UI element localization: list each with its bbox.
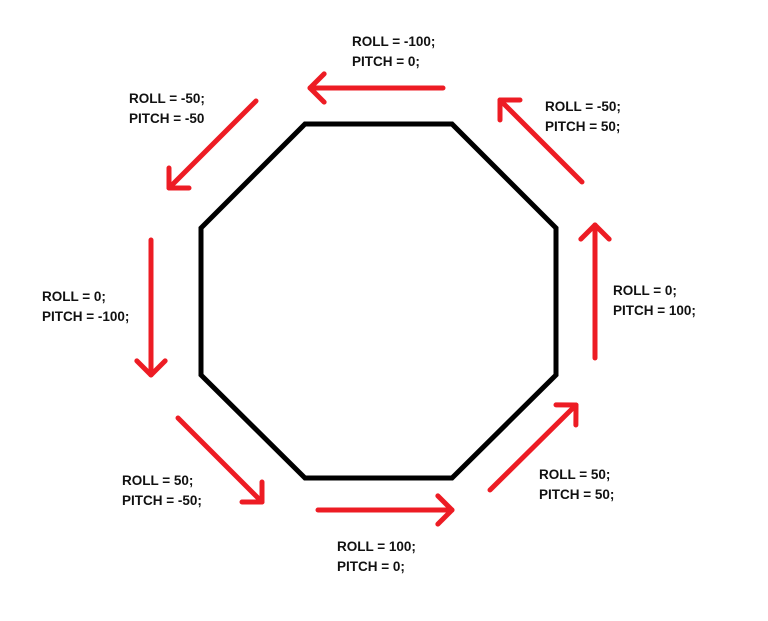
arrowhead: [497, 97, 523, 123]
arrow-bottom-left: [175, 415, 265, 505]
arrow-bottom: [315, 493, 455, 527]
pitch-value: PITCH = 100;: [613, 303, 696, 318]
arrowhead: [134, 358, 168, 378]
roll-value: ROLL = 0;: [613, 283, 677, 298]
arrowhead: [553, 402, 579, 428]
roll-value: ROLL = -50;: [545, 99, 621, 114]
roll-value: ROLL = 0;: [42, 289, 106, 304]
pitch-value: PITCH = -100;: [42, 309, 129, 324]
label-bottom: ROLL = 100; PITCH = 0;: [337, 539, 416, 574]
arrowhead: [435, 493, 455, 527]
roll-value: ROLL = 50;: [122, 473, 193, 488]
arrow-top-left: [166, 98, 259, 191]
arrow-left: [134, 237, 168, 378]
roll-value: ROLL = 50;: [539, 467, 610, 482]
pitch-value: PITCH = -50;: [122, 493, 202, 508]
pitch-value: PITCH = 50;: [545, 119, 620, 134]
label-top-left: ROLL = -50; PITCH = -50: [129, 91, 205, 126]
arrowhead: [166, 165, 192, 191]
arrowhead: [578, 222, 612, 242]
label-top: ROLL = -100; PITCH = 0;: [352, 34, 435, 69]
pitch-value: PITCH = -50: [129, 111, 204, 126]
label-top-right: ROLL = -50; PITCH = 50;: [545, 99, 621, 134]
arrowhead: [307, 71, 327, 105]
arrow-bottom-right: [487, 402, 579, 493]
label-bottom-left: ROLL = 50; PITCH = -50;: [122, 473, 202, 508]
pitch-value: PITCH = 0;: [352, 54, 420, 69]
arrow-top-right: [497, 97, 585, 185]
roll-value: ROLL = -100;: [352, 34, 435, 49]
arrow-right: [578, 222, 612, 361]
pitch-value: PITCH = 50;: [539, 487, 614, 502]
roll-value: ROLL = -50;: [129, 91, 205, 106]
arrowhead: [239, 479, 265, 505]
roll-value: ROLL = 100;: [337, 539, 416, 554]
octagon: [198, 121, 559, 481]
arrow-top: [307, 71, 446, 105]
label-left: ROLL = 0; PITCH = -100;: [42, 289, 129, 324]
label-right: ROLL = 0; PITCH = 100;: [613, 283, 696, 318]
label-bottom-right: ROLL = 50; PITCH = 50;: [539, 467, 614, 502]
pitch-value: PITCH = 0;: [337, 559, 405, 574]
